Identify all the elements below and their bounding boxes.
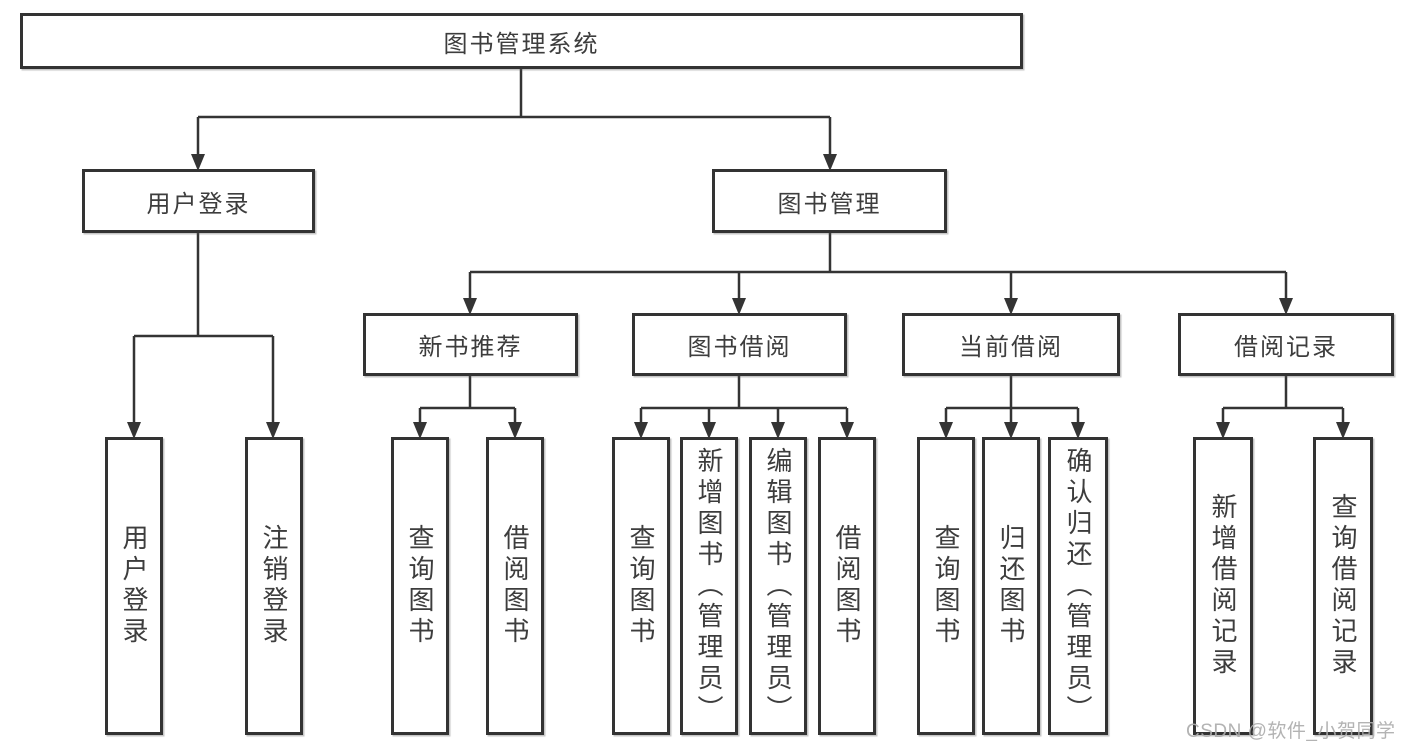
leaf-bb-add-books-admin: 新增图书（管理员） <box>680 437 738 735</box>
leaf-logout: 注销登录 <box>245 437 303 735</box>
leaf-br-add-record: 新增借阅记录 <box>1193 437 1253 735</box>
arrowhead-cb-return <box>1004 422 1018 439</box>
connector-bookborrow-children <box>639 375 849 424</box>
node-current-borrowing: 当前借阅 <box>902 313 1120 376</box>
leaf-user-login: 用户登录 <box>105 437 163 735</box>
arrowhead-logout-leaf <box>266 422 280 439</box>
arrowhead-br-add <box>1216 422 1230 439</box>
arrowhead-nbr-borrow <box>508 422 522 439</box>
arrowhead-cb-confirm <box>1071 422 1085 439</box>
node-book-borrowing: 图书借阅 <box>632 313 847 376</box>
leaf-bb-query-books: 查询图书 <box>612 437 670 735</box>
connector-root-to-level2 <box>196 68 832 156</box>
leaf-cb-return-books: 归还图书 <box>982 437 1040 735</box>
node-new-book-recommend: 新书推荐 <box>363 313 578 376</box>
arrowhead-user-login <box>191 154 205 171</box>
leaf-cb-confirm-return-admin: 确认归还（管理员） <box>1048 437 1108 735</box>
arrowhead-bb-edit <box>771 422 785 439</box>
connector-bookmgmt-to-level3 <box>468 232 1288 300</box>
arrowhead-bb-add <box>702 422 716 439</box>
leaf-bb-borrow-books: 借阅图书 <box>818 437 876 735</box>
arrowhead-nbr-query <box>413 422 427 439</box>
arrowhead-cb-query <box>939 422 953 439</box>
leaf-nbr-query-books: 查询图书 <box>391 437 449 735</box>
node-borrowing-records: 借阅记录 <box>1178 313 1394 376</box>
node-user-login: 用户登录 <box>82 169 315 233</box>
arrowhead-current-borrow <box>1004 298 1018 315</box>
arrowhead-user-login-leaf <box>127 422 141 439</box>
connector-userlogin-children <box>132 232 275 424</box>
leaf-cb-query-books: 查询图书 <box>917 437 975 735</box>
node-root: 图书管理系统 <box>20 13 1023 69</box>
connector-newbookrec-children <box>418 375 517 424</box>
leaf-nbr-borrow-books: 借阅图书 <box>486 437 544 735</box>
arrowhead-br-query <box>1336 422 1350 439</box>
arrowhead-book-borrow <box>732 298 746 315</box>
arrowhead-book-mgmt <box>823 154 837 171</box>
csdn-watermark: CSDN @软件_小贺同学 <box>1186 721 1396 742</box>
arrowhead-bb-borrow <box>840 422 854 439</box>
leaf-br-query-record: 查询借阅记录 <box>1313 437 1373 735</box>
node-book-management: 图书管理 <box>712 169 947 233</box>
arrowhead-bb-query <box>634 422 648 439</box>
arrowhead-new-book-rec <box>463 298 477 315</box>
arrowhead-borrow-records <box>1279 298 1293 315</box>
leaf-bb-edit-books-admin: 编辑图书（管理员） <box>749 437 807 735</box>
connector-currentborrow-children <box>944 375 1080 424</box>
connector-borrowrecords-children <box>1221 375 1345 424</box>
